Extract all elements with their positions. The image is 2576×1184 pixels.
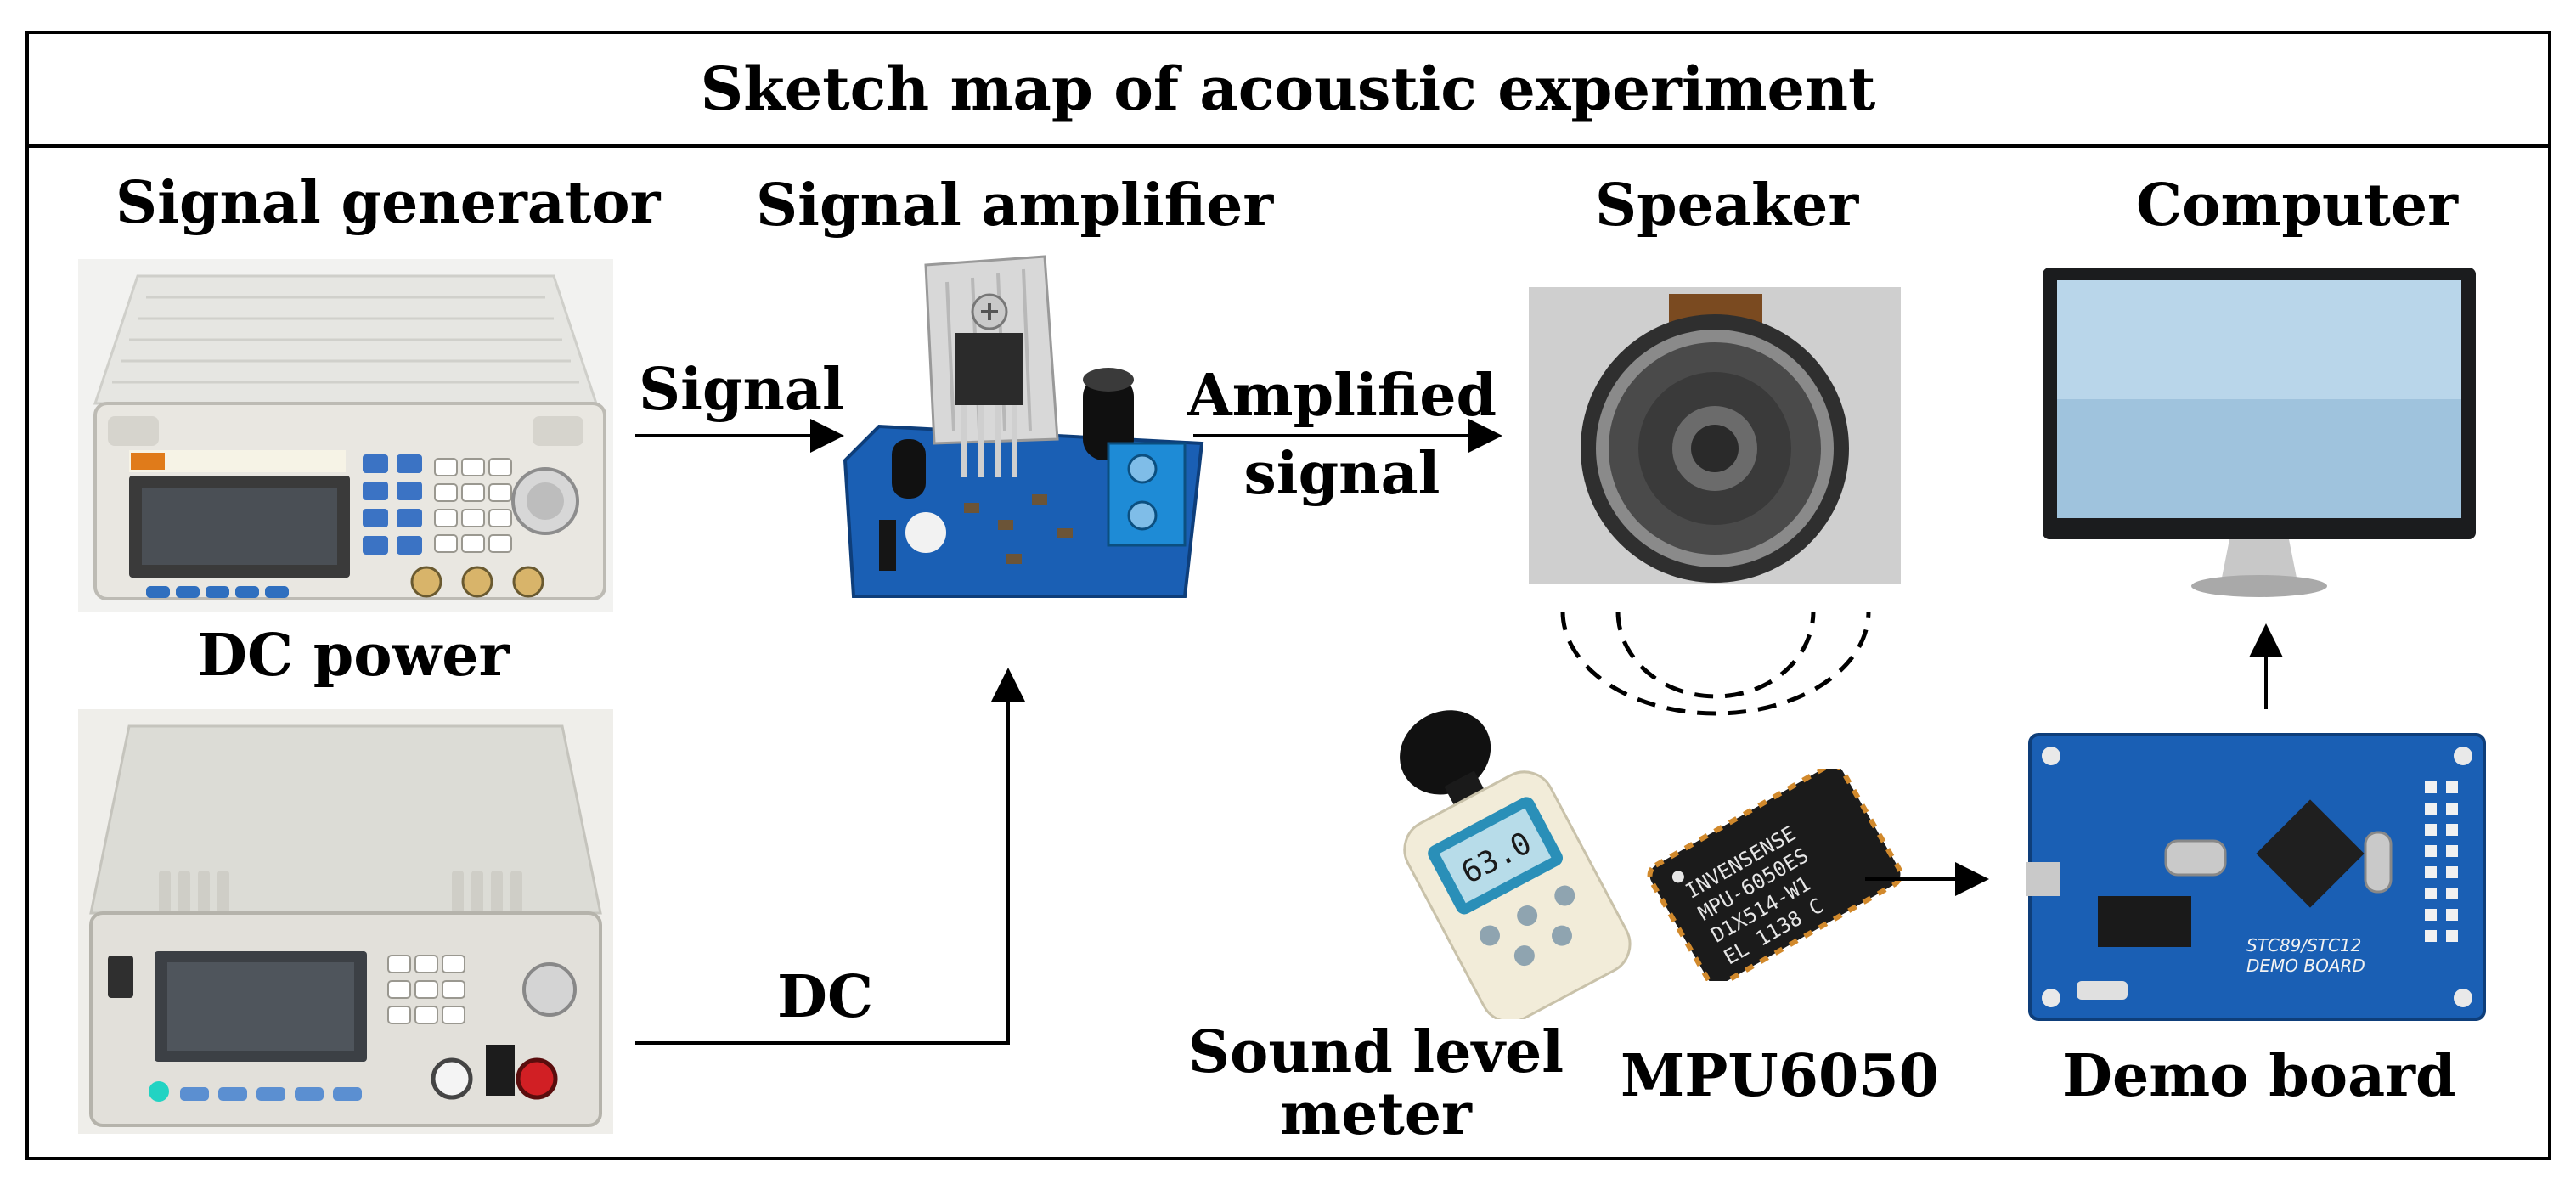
mpu6050-label: MPU6050 [1621, 1042, 1939, 1110]
diagram-title: Sketch map of acoustic experiment [700, 54, 1876, 124]
board-text-line2: DEMO BOARD [2246, 956, 2365, 976]
dc-arrow [635, 668, 1025, 1045]
computer-image [2038, 263, 2480, 603]
computer-label: Computer [2136, 172, 2458, 240]
signal-connection-label: Signal [639, 356, 844, 424]
sound-waves [1529, 595, 1901, 722]
signal-amplifier-image [828, 231, 1210, 622]
mpu6050-chip-image: INVENSENSE MPU-6050ES D1X514-W1 EL 1138 … [1639, 769, 1911, 981]
demo-board-label: Demo board [2062, 1042, 2456, 1110]
sound-level-meter-label-line1: Sound level [1187, 1018, 1564, 1086]
signal-generator-image [78, 259, 613, 612]
diagram-frame [25, 31, 2551, 1160]
dc-power-supply-image [78, 709, 613, 1134]
speaker-image [1529, 287, 1901, 584]
speaker-label: Speaker [1595, 172, 1859, 240]
demo-board-image: STC89/STC12 DEMO BOARD [2026, 730, 2489, 1023]
signal-generator-label: Signal generator [116, 169, 661, 237]
title-divider [25, 144, 2551, 148]
sound-level-meter-label-line2: meter [1280, 1080, 1472, 1148]
amplified-signal-label-line2: signal [1243, 440, 1440, 508]
amplified-signal-label-line1: Amplified [1187, 362, 1497, 430]
dc-power-label: DC power [197, 622, 510, 690]
board-text-line1: STC89/STC12 [2246, 935, 2361, 956]
signal-amplifier-label: Signal amplifier [756, 172, 1274, 240]
dc-connection-label: DC [777, 963, 874, 1031]
sound-level-meter-image: 63.0 [1287, 705, 1643, 1019]
